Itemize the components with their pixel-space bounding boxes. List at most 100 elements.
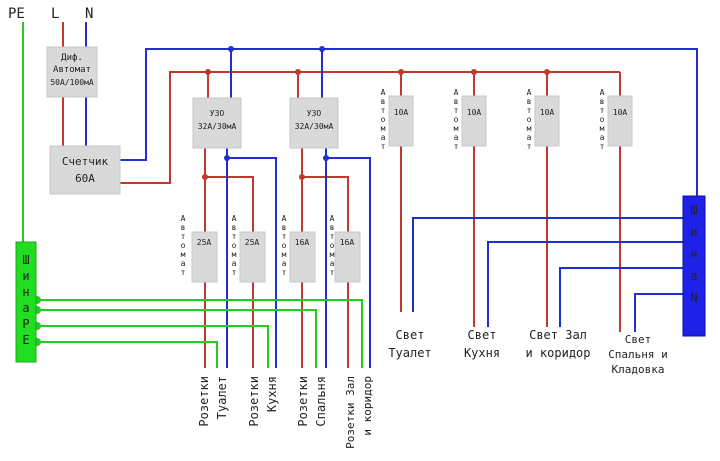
breaker-word-letter: т [181,268,186,277]
neutral-label: N [85,6,93,22]
bus-letter: н [22,285,29,299]
circuit-sockets-bedroom: Розетки Спальня [296,376,328,427]
circuit-sockets-hall: Розетки Зал и коридор [344,376,374,449]
breaker-word-letter: т [282,232,287,241]
breaker-word-letter: м [181,250,186,259]
breaker-word-letter: А [381,88,386,97]
meter-line2: 60А [75,172,95,185]
breaker-rating: 16А [295,238,310,247]
rcd-1-line1: УЗО [210,109,225,118]
breaker-word-letter: т [381,142,386,151]
breaker-word-letter: м [600,124,605,133]
rcd-1-line2: 32А/30мА [198,122,237,131]
neutral-wires [85,22,698,368]
circuit-light-hall: Свет Зал и коридор [525,328,590,360]
breaker-word-letter: м [381,124,386,133]
breaker-word-letter: т [330,268,335,277]
rcd-2: УЗО 32А/30мА [289,97,339,149]
breaker-word-letter: а [527,133,532,142]
circuit-light-toilet: Свет Туалет [388,328,431,360]
breaker-word-letter: т [454,142,459,151]
breaker-word-letter: А [282,214,287,223]
breaker-word-letter: А [527,88,532,97]
breaker-word-letter: а [330,259,335,268]
breaker-light-hall: 10А Автомат [527,88,560,151]
circuit-label-line3: Кладовка [612,363,665,376]
breaker-word-letter: а [282,259,287,268]
breaker-word: Автомат [232,214,237,277]
breaker-word-letter: о [600,115,605,124]
bus-letter: а [22,301,29,315]
breaker-sockets-toilet: 25А Автомат [181,214,218,283]
breaker-word-letter: о [330,241,335,250]
breaker-word-letter: о [181,241,186,250]
breaker-word-letter: м [527,124,532,133]
bus-letter: N [690,291,697,305]
breaker-word-letter: м [282,250,287,259]
breaker-word-letter: А [600,88,605,97]
breaker-word-letter: а [181,259,186,268]
phase-wires [62,22,621,368]
breaker-word-letter: в [181,223,186,232]
breaker-rating: 25А [197,238,212,247]
breaker-word-letter: м [330,250,335,259]
circuit-label-line2: и коридор [525,346,590,360]
circuit-label-line2: Кухня [464,346,500,360]
main-rcbo-line3: 50А/100мА [50,78,94,87]
bus-letter: Ш [690,203,697,217]
rcd-1: УЗО 32А/30мА [192,97,242,149]
breaker-rating: 16А [340,238,355,247]
breaker-word-letter: А [232,214,237,223]
meter-line1: Счетчик [62,155,109,168]
circuit-label-line1: Розетки [296,376,310,427]
pe-label: PE [8,6,25,22]
breaker-word-letter: в [282,223,287,232]
breaker-word-letter: т [527,106,532,115]
breaker-word: Автомат [454,88,459,151]
breaker-word-letter: о [282,241,287,250]
circuit-sockets-toilet: Розетки Туалет [197,376,229,427]
breaker-sockets-kitchen: 25А Автомат [232,214,266,283]
breaker-word-letter: т [381,106,386,115]
breaker-word-letter: о [527,115,532,124]
breaker-word: Автомат [600,88,605,151]
breaker-word: Автомат [282,214,287,277]
circuit-light-bedroom: Свет Спальня и Кладовка [608,333,668,376]
circuit-label-line1: Розетки Зал [344,376,357,449]
rcd-2-line1: УЗО [307,109,322,118]
breaker-word-letter: т [600,142,605,151]
breaker-word-letter: а [600,133,605,142]
main-rcbo-line1: Диф. [61,53,83,63]
circuit-label-line1: Свет [468,328,497,342]
circuit-label-line1: Свет [625,333,652,346]
bus-letter: E [22,333,29,347]
breaker-word-letter: А [454,88,459,97]
circuit-label-line1: Розетки [197,376,211,427]
breaker-word-letter: т [232,268,237,277]
breaker-word-letter: м [232,250,237,259]
breaker-sockets-hall: 16А Автомат [330,214,361,283]
breaker-rating: 10А [467,108,482,117]
breaker-word-letter: м [454,124,459,133]
breaker-word-letter: в [232,223,237,232]
breaker-word-letter: т [330,232,335,241]
phase-label: L [51,6,59,22]
breaker-word-letter: о [454,115,459,124]
bus-letter: Ш [22,253,29,267]
circuit-sockets-kitchen: Розетки Кухня [247,376,279,427]
ground-wires [22,22,363,368]
breaker-word-letter: а [454,133,459,142]
breaker-word-letter: т [527,142,532,151]
breaker-word: Автомат [527,88,532,151]
breaker-light-toilet: 10А Автомат [381,88,414,151]
circuit-label-line2: Спальня и [608,348,668,361]
breaker-word-letter: т [282,268,287,277]
bus-letter: и [22,269,29,283]
circuit-label-line2: Туалет [388,346,431,360]
breaker-light-kitchen: 10А Автомат [454,88,487,151]
breaker-word: Автомат [330,214,335,277]
circuit-light-kitchen: Свет Кухня [464,328,500,360]
breaker-word-letter: в [330,223,335,232]
